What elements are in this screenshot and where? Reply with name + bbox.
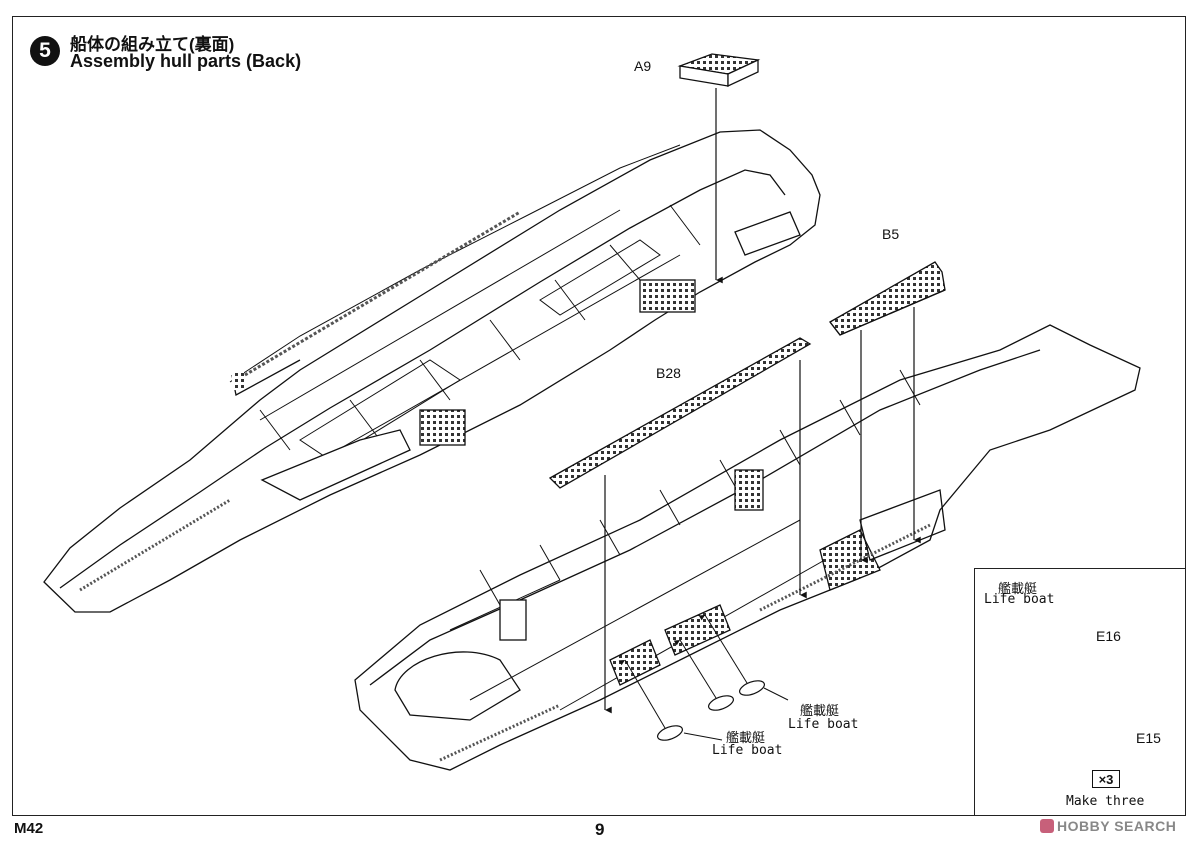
lifeboat-callout-1-en: Life boat: [788, 717, 859, 732]
inset-part-e15: E15: [1136, 730, 1161, 746]
part-b5-strip: [829, 261, 946, 336]
watermark-text: HOBBY SEARCH: [1057, 818, 1177, 834]
hull-lower: [354, 324, 1141, 771]
label-b5: B5: [882, 226, 900, 242]
make-three-text: Make three: [1066, 794, 1145, 809]
multiplier-badge: ×3: [1092, 770, 1120, 788]
step-title-jp: 船体の組み立て(裏面): [70, 35, 235, 54]
lifeboat-callout-2-jp: 艦載艇: [726, 730, 766, 745]
instruction-frame: [12, 16, 1186, 816]
hull-upper: [43, 129, 821, 613]
inset-title-jp: 艦載艇: [998, 581, 1038, 596]
part-a9-block: [677, 53, 761, 88]
label-a9: A9: [634, 58, 652, 74]
lifeboat-inset-box: [974, 568, 1186, 816]
hobby-search-logo-icon: [1040, 819, 1054, 833]
watermark: HOBBY SEARCH: [1040, 818, 1176, 834]
inset-part-e16: E16: [1096, 628, 1121, 644]
inset-title-en: Life boat: [984, 592, 1055, 607]
lifeboat-parts: [657, 680, 765, 741]
page-number: 9: [595, 820, 605, 839]
lifeboat-callout-2-en: Life boat: [712, 743, 783, 758]
step-title-en: Assembly hull parts (Back): [70, 51, 302, 71]
label-b28: B28: [656, 365, 681, 381]
part-b28-strip: [548, 337, 812, 489]
step-number-badge: 5: [30, 36, 60, 66]
lifeboat-callout-1-jp: 艦載艇: [800, 703, 840, 718]
kit-code: M42: [14, 820, 44, 837]
